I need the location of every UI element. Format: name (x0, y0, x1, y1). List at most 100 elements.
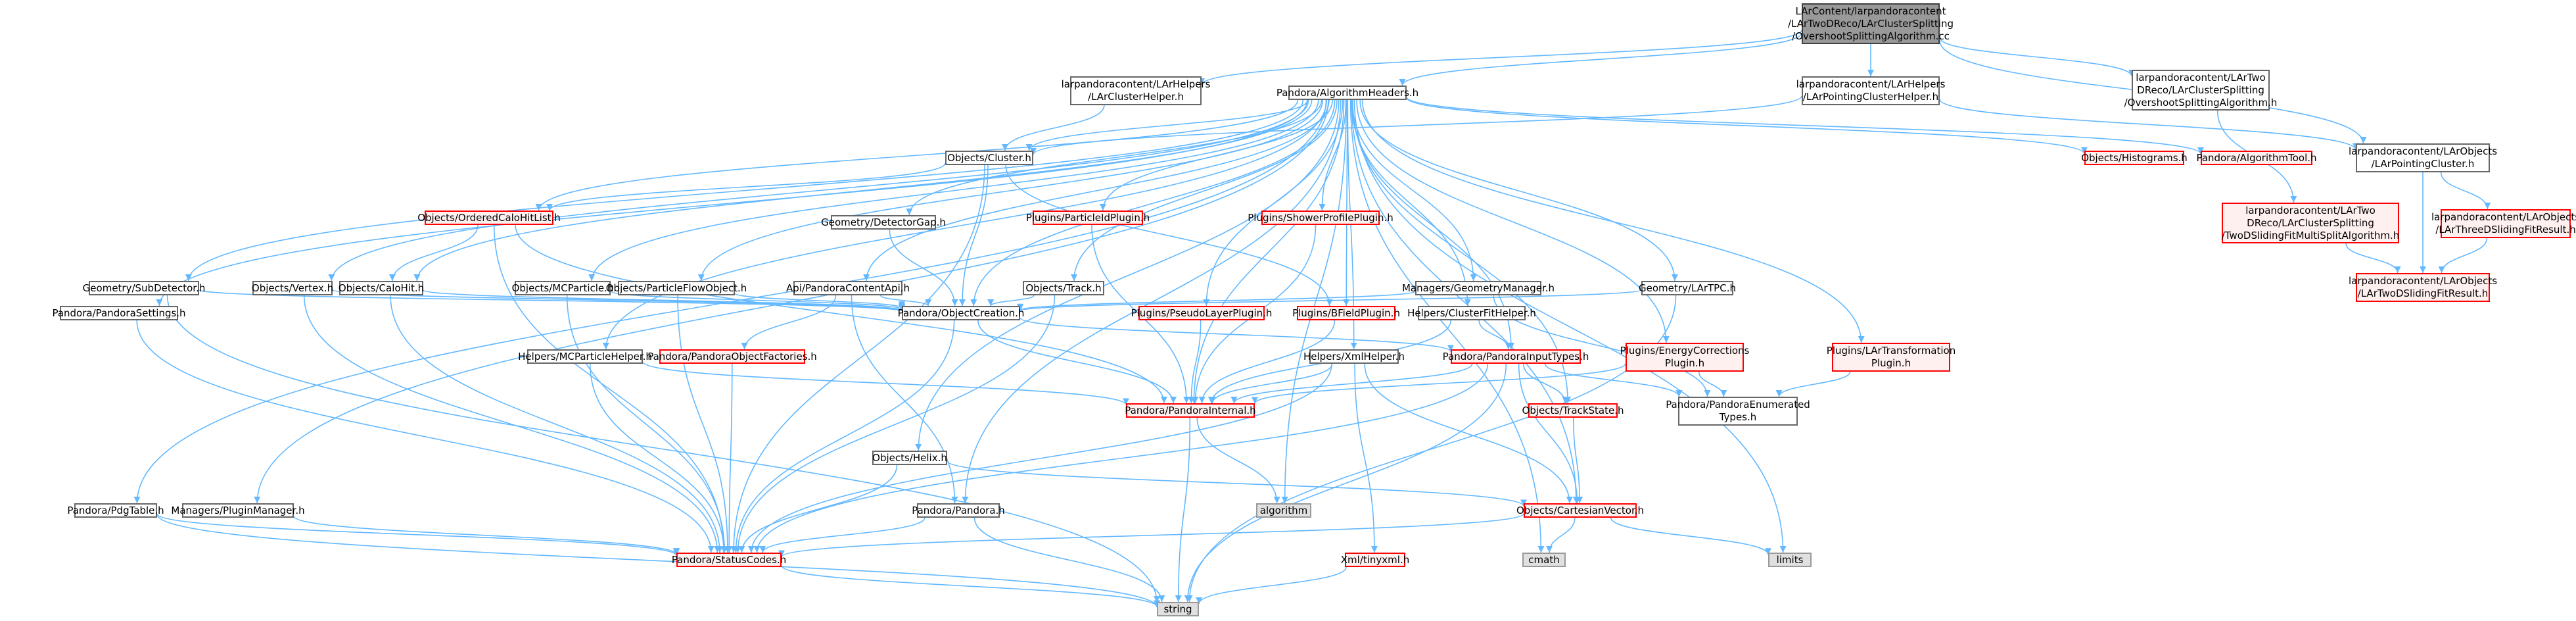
node-objects-pfo[interactable]: Objects/ParticleFlowObject.h (606, 281, 747, 295)
node-bfield-plugin[interactable]: Plugins/BFieldPlugin.h (1292, 306, 1400, 320)
node-label-line: Geometry/SubDetector.h (82, 282, 206, 294)
node-algorithm-tool[interactable]: Pandora/AlgorithmTool.h (2196, 151, 2317, 165)
node-algorithm-headers[interactable]: Pandora/AlgorithmHeaders.h (1276, 86, 1418, 100)
edge-algorithm-headers-to-objects-pfo (697, 99, 1323, 282)
edge-objects-cluster-to-status-codes (730, 164, 985, 553)
node-object-factories[interactable]: Pandora/PandoraObjectFactories.h (647, 349, 817, 364)
node-objects-histograms[interactable]: Objects/Histograms.h (2081, 151, 2188, 165)
node-status-codes[interactable]: Pandora/StatusCodes.h (672, 553, 786, 567)
edge-algorithm-headers-to-algorithm-sys (1281, 99, 1347, 504)
node-pandora-h[interactable]: Pandora/Pandora.h (912, 503, 1005, 518)
edge-pandora-internal-to-string (1175, 417, 1191, 603)
edge-algorithm-headers-to-object-creation (970, 99, 1336, 307)
node-api-content[interactable]: Api/PandoraContentApi.h (786, 281, 910, 295)
edge-pandora-settings-to-status-codes (136, 320, 714, 553)
edge-geometry-manager-to-object-creation (1017, 290, 1416, 311)
node-particle-id-plugin[interactable]: Plugins/ParticleIdPlugin.h (1026, 211, 1150, 225)
node-pandora-internal[interactable]: Pandora/PandoraInternal.h (1125, 403, 1256, 418)
node-label-line: /LArPointingCluster.h (2371, 158, 2475, 170)
edge-lar-pointing-cluster-to-three-d-sliding-fit (2440, 172, 2491, 210)
node-label-line: /LArPointingClusterHelper.h (1802, 91, 1939, 103)
edge-input-types-to-pandora-internal (1230, 363, 1473, 404)
edge-algorithm-headers-to-objects-vertex (328, 99, 1309, 282)
dependency-edges (133, 30, 2491, 608)
edge-algorithm-headers-to-geometry-manager (1351, 99, 1477, 282)
node-label-line: Plugins/EnergyCorrections (1620, 345, 1750, 357)
edge-track-state-to-cartesian-vector (1573, 417, 1583, 504)
node-label-line: Objects/MCParticle.h (511, 282, 614, 294)
node-shower-profile-plugin[interactable]: Plugins/ShowerProfilePlugin.h (1248, 211, 1393, 225)
node-objects-calo-hit[interactable]: Objects/CaloHit.h (339, 281, 424, 295)
node-label-line: Pandora/PdgTable.h (67, 504, 164, 516)
node-xml-helper[interactable]: Helpers/XmlHelper.h (1303, 349, 1405, 364)
node-root: LArContent/larpandoracontent/LArTwoDReco… (1788, 3, 1954, 44)
edge-input-types-to-string (1184, 363, 1507, 603)
node-pseudo-layer-plugin[interactable]: Plugins/PseudoLayerPlugin.h (1131, 306, 1272, 320)
node-cartesian-vector[interactable]: Objects/CartesianVector.h (1516, 503, 1644, 518)
edge-sub-detector-to-object-creation (199, 289, 905, 312)
edge-cartesian-vector-to-cmath (1546, 517, 1576, 553)
edge-detector-gap-to-object-creation (889, 229, 958, 307)
node-lar-tpc[interactable]: Geometry/LArTPC.h (1639, 281, 1736, 295)
node-label-line: larpandoracontent/LArObjects (2431, 211, 2576, 223)
node-label-line: Objects/Cluster.h (947, 151, 1031, 164)
edge-lar-cluster-helper-to-objects-cluster (1002, 105, 1105, 151)
edge-algorithm-headers-to-api-content (863, 99, 1330, 282)
node-objects-helix[interactable]: Objects/Helix.h (872, 451, 947, 465)
edge-object-creation-to-input-types (1019, 317, 1454, 353)
edge-lar-transformation-to-enumerated-types (1775, 371, 1851, 397)
node-input-types[interactable]: Pandora/PandoraInputTypes.h (1443, 349, 1589, 364)
node-pdg-table[interactable]: Pandora/PdgTable.h (67, 503, 164, 518)
node-label-line: larpandoracontent/LArTwo (2136, 71, 2266, 84)
edge-lar-tpc-to-object-creation (1017, 289, 1642, 312)
node-cluster-fit-helper[interactable]: Helpers/ClusterFitHelper.h (1407, 306, 1536, 320)
edge-algorithm-headers-to-algorithm-tool (1406, 96, 2204, 155)
node-objects-track[interactable]: Objects/Track.h (1023, 281, 1104, 295)
node-label-line: larpandoracontent/LArTwo (2245, 204, 2376, 216)
node-mc-particle-helper[interactable]: Helpers/MCParticleHelper.h (518, 349, 652, 364)
edge-pdg-table-to-string (156, 514, 1160, 608)
node-pandora-settings[interactable]: Pandora/PandoraSettings.h (52, 306, 186, 320)
node-object-creation[interactable]: Pandora/ObjectCreation.h (898, 306, 1024, 320)
node-plugin-manager[interactable]: Managers/PluginManager.h (171, 503, 305, 518)
node-detector-gap[interactable]: Geometry/DetectorGap.h (821, 215, 946, 230)
node-objects-cluster[interactable]: Objects/Cluster.h (945, 151, 1033, 165)
node-lar-cluster-helper[interactable]: larpandoracontent/LArHelpers/LArClusterH… (1062, 76, 1210, 105)
node-three-d-sliding-fit[interactable]: larpandoracontent/LArObjects/LArThreeDSl… (2431, 209, 2576, 238)
node-objects-mc-particle[interactable]: Objects/MCParticle.h (511, 281, 614, 295)
edge-objects-cluster-to-ordered-calo-hit-list (546, 162, 946, 211)
node-sub-detector[interactable]: Geometry/SubDetector.h (83, 281, 205, 295)
node-label-line: Plugins/PseudoLayerPlugin.h (1131, 307, 1273, 319)
edge-xml-helper-to-pandora-internal (1209, 363, 1333, 404)
node-label-line: Helpers/MCParticleHelper.h (518, 350, 652, 362)
node-label-line: /OvershootSplittingAlgorithm.h (2124, 96, 2278, 109)
edge-algorithm-headers-to-lar-transformation (1361, 99, 1865, 343)
node-lar-pointing-cluster-helper[interactable]: larpandoracontent/LArHelpers/LArPointing… (1796, 76, 1945, 105)
node-objects-vertex[interactable]: Objects/Vertex.h (252, 281, 333, 295)
edge-objects-helix-to-status-codes (738, 464, 898, 553)
node-track-state[interactable]: Objects/TrackState.h (1522, 403, 1624, 418)
node-ordered-calo-hit-list[interactable]: Objects/OrderedCaloHitList.h (417, 211, 561, 225)
node-label-line: Api/PandoraContentApi.h (786, 282, 910, 294)
node-tinyxml[interactable]: Xml/tinyxml.h (1341, 553, 1409, 567)
node-label-line: Pandora/PandoraObjectFactories.h (647, 350, 817, 362)
edge-pandora-h-to-string (973, 517, 1165, 603)
edge-algorithm-headers-to-pandora-internal (1190, 99, 1345, 404)
edge-pdg-table-to-status-codes (156, 513, 680, 557)
node-two-d-sliding-fit[interactable]: larpandoracontent/LArObjects/LArTwoDSlid… (2349, 273, 2497, 302)
edge-object-creation-to-status-codes (732, 320, 955, 553)
node-geometry-manager[interactable]: Managers/GeometryManager.h (1402, 281, 1555, 295)
edge-ordered-calo-hit-list-to-objects-calo-hit (388, 224, 479, 282)
edge-input-types-to-track-state (1522, 363, 1569, 404)
node-lar-pointing-cluster[interactable]: larpandoracontent/LArObjects/LArPointing… (2349, 143, 2497, 172)
edge-algorithm-headers-to-cmath (1349, 99, 1545, 553)
edge-ordered-calo-hit-list-to-status-codes (493, 224, 728, 553)
edge-algorithm-headers-to-lar-tpc (1359, 99, 1678, 282)
edge-algorithm-headers-to-sub-detector (185, 99, 1303, 282)
